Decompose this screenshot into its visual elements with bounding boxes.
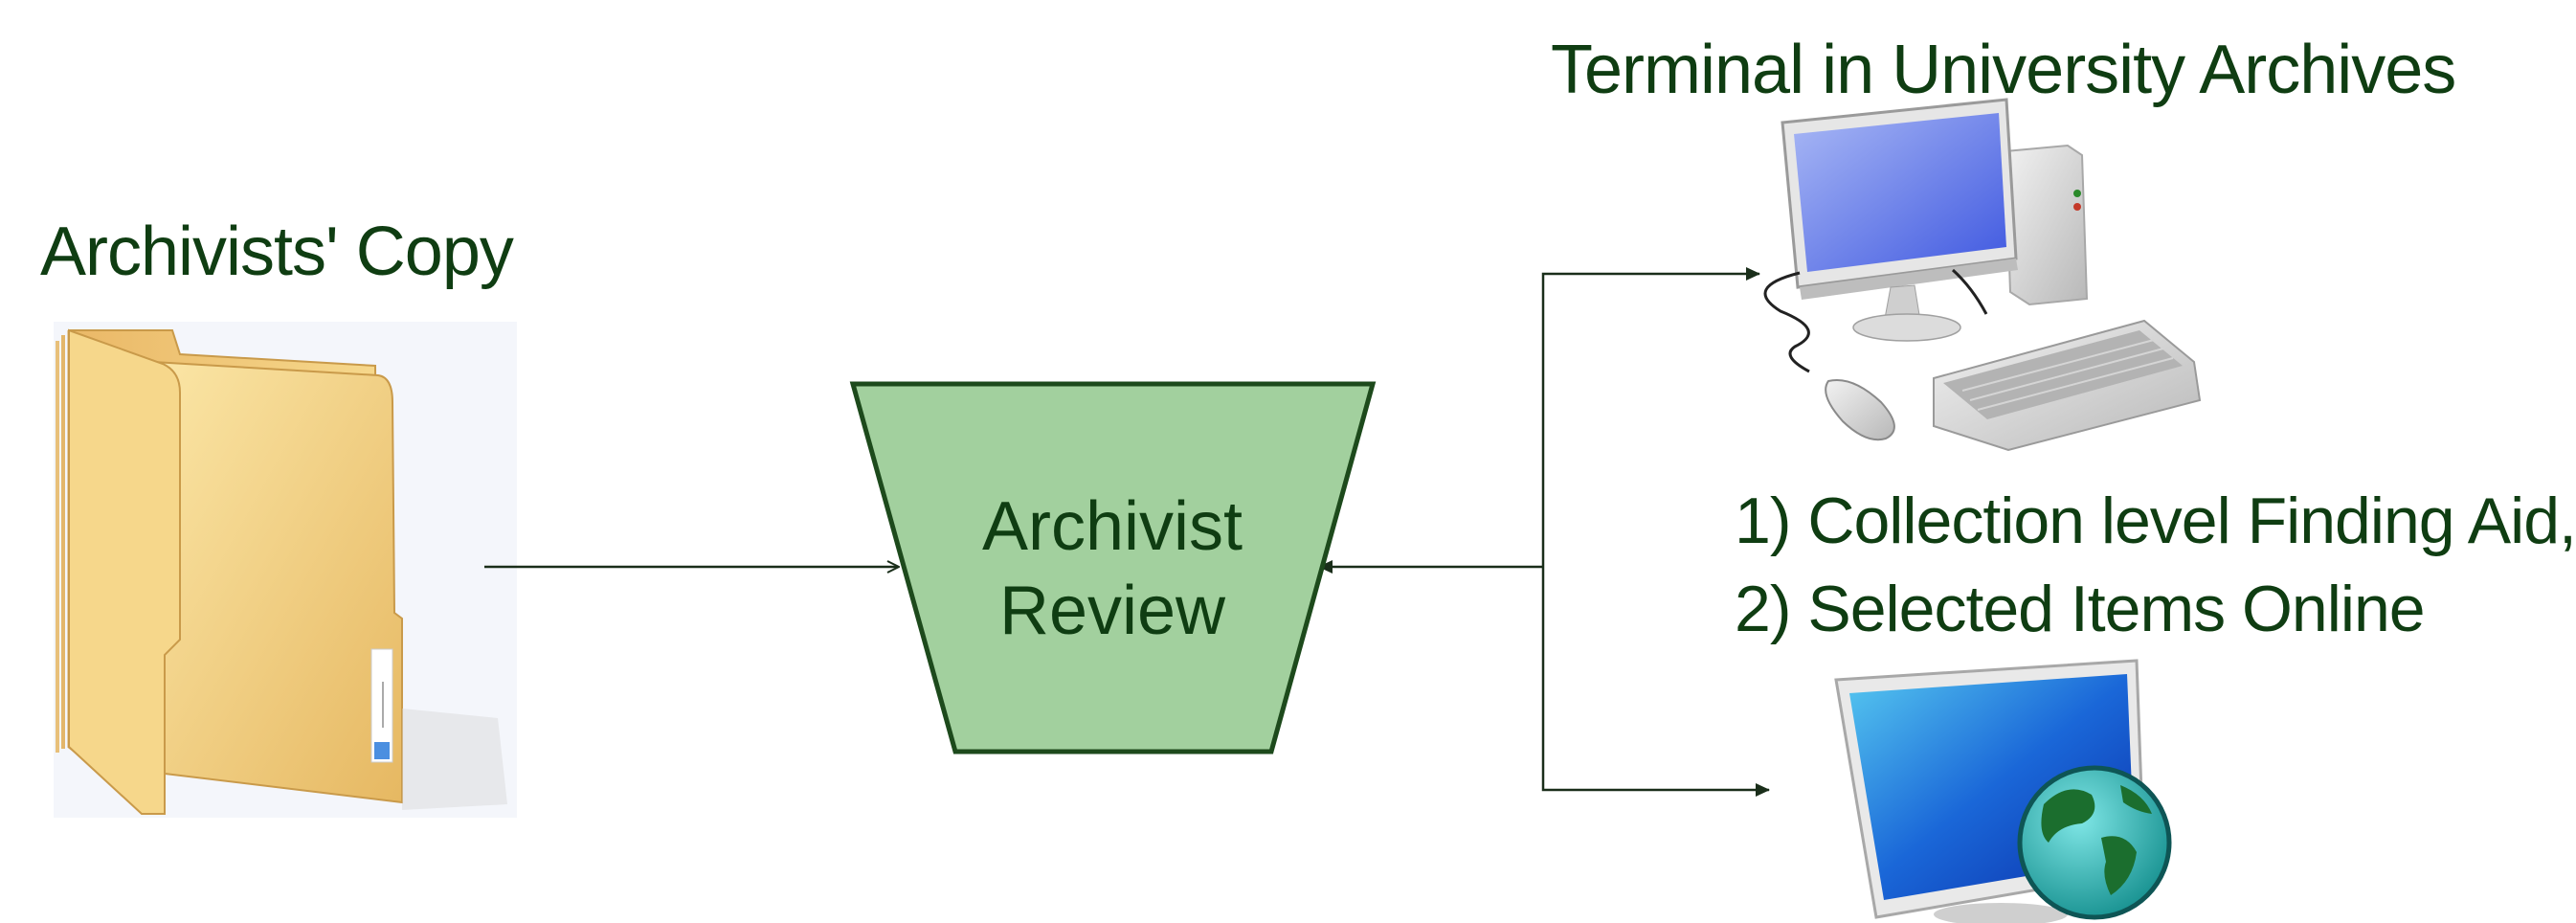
- review-box-line-2: Review: [999, 573, 1226, 649]
- output-label-line-2: 2) Selected Items Online: [1735, 573, 2426, 645]
- web-monitor-globe-icon: [1834, 659, 2172, 923]
- archivists-copy-label: Archivists' Copy: [40, 214, 514, 290]
- archivist-review-box: Archivist Review: [849, 381, 1377, 754]
- connector-to-terminal: [1541, 267, 1760, 567]
- connector-to-web: [1541, 567, 1770, 797]
- review-box-line-1: Archivist: [982, 488, 1243, 565]
- desktop-computer-icon: [1763, 98, 2202, 452]
- output-label-line-1: 1) Collection level Finding Aid,: [1735, 484, 2576, 557]
- terminal-label: Terminal in University Archives: [1551, 32, 2456, 108]
- folder-icon: [54, 322, 517, 818]
